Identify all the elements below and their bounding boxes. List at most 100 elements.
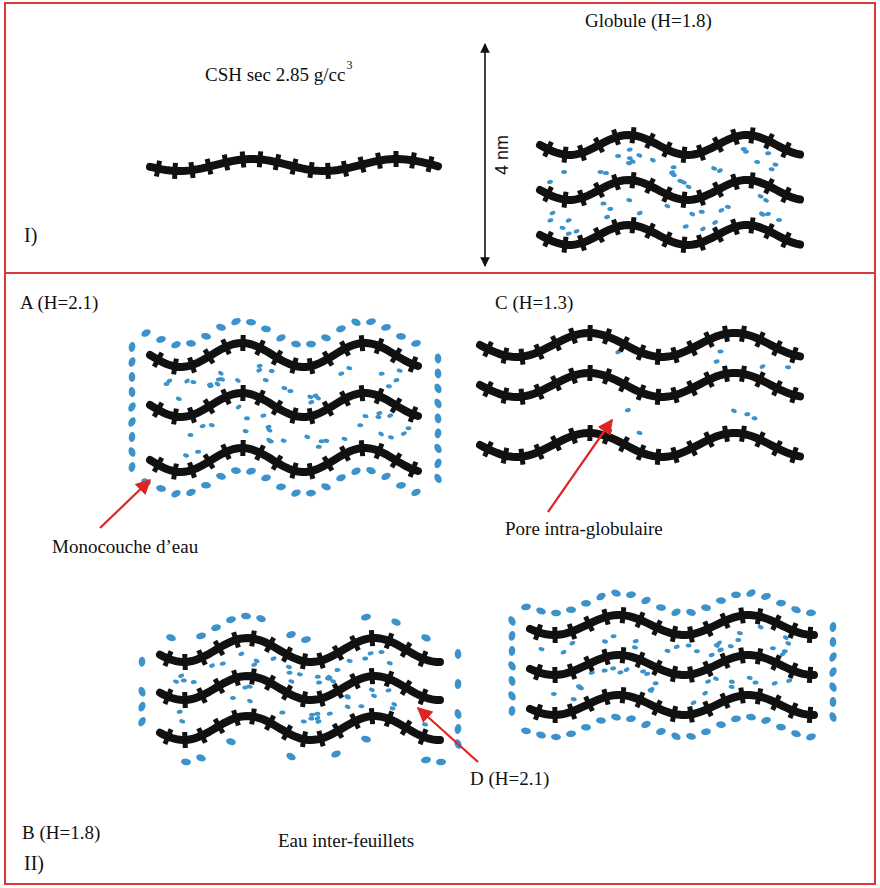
water-molecule (682, 224, 689, 229)
water-monolayer (453, 708, 462, 719)
water-molecule (208, 663, 215, 669)
sheet-tooth (742, 326, 745, 342)
water-monolayer (776, 723, 787, 731)
sheet-tooth (672, 706, 675, 722)
sheet-tooth (412, 153, 415, 169)
sheet-tooth (783, 188, 790, 203)
sheet-tooth (632, 172, 634, 188)
sheet-tooth (402, 721, 410, 735)
sheet-tooth (410, 462, 416, 477)
sheet-tooth (376, 389, 382, 404)
water-molecule (636, 210, 643, 216)
sheet-tooth (545, 187, 552, 201)
water-monolayer (828, 711, 838, 723)
sheet-tooth (714, 138, 722, 152)
water-molecule (636, 430, 643, 436)
water-molecule (538, 646, 545, 651)
water-molecule (772, 162, 779, 167)
sheet-tooth (172, 163, 178, 179)
water-molecule (727, 644, 734, 649)
superscript: 3 (346, 59, 352, 73)
sheet-tooth (392, 399, 400, 413)
sheet-tooth (580, 235, 585, 250)
sheet-tooth (766, 134, 773, 148)
water-monolayer (716, 597, 726, 604)
sheet-tooth (334, 724, 342, 738)
water-monolayer (581, 724, 591, 731)
sheet-tooth (386, 711, 392, 726)
water-molecule (362, 414, 369, 419)
sheet-tooth (428, 157, 432, 172)
sheet-tooth (552, 436, 559, 450)
water-monolayer (454, 724, 462, 735)
sheet-tooth (386, 633, 392, 648)
water-monolayer (626, 591, 637, 599)
water-molecule (207, 383, 214, 388)
sheet-tooth (324, 402, 332, 416)
water-molecule (718, 207, 725, 213)
water-monolayer (140, 328, 152, 339)
water-monolayer (828, 681, 838, 693)
water-monolayer (610, 713, 621, 722)
water-molecule (776, 218, 782, 223)
sheet-tooth (690, 707, 693, 723)
sheet-tooth (552, 667, 557, 683)
water-molecule (624, 407, 631, 412)
sheet-tooth (705, 662, 712, 677)
sheet-tooth (191, 162, 193, 178)
sheet-tooth (259, 151, 260, 167)
water-molecule (368, 687, 375, 693)
leader-arrow (418, 708, 478, 762)
water-molecule (716, 167, 723, 173)
sheet-tooth (773, 341, 780, 355)
water-molecule (565, 217, 572, 223)
sheet-tooth (343, 161, 346, 177)
water-molecule (603, 171, 609, 175)
water-monolayer (828, 666, 838, 678)
water-monolayer (320, 482, 332, 492)
water-monolayer (508, 675, 517, 686)
sheet-tooth (647, 179, 654, 193)
sheet-tooth (751, 218, 753, 234)
water-monolayer (350, 466, 362, 476)
sheet-tooth (654, 661, 661, 676)
sheet-tooth (620, 437, 627, 451)
water-molecule (757, 193, 764, 199)
sheet-tooth (240, 335, 245, 351)
water-molecule (316, 445, 322, 449)
water-molecule (422, 722, 429, 727)
sheet-tooth (580, 145, 585, 160)
sheet-tooth (205, 455, 213, 469)
water-molecule (713, 359, 720, 364)
sheet-tooth (773, 655, 780, 670)
sheet-tooth (257, 446, 264, 460)
water-molecule (253, 658, 260, 664)
water-molecule (344, 694, 351, 699)
water-molecule (725, 204, 732, 209)
water-monolayer (701, 604, 712, 612)
water-molecule (632, 645, 639, 650)
sheet-tooth (325, 163, 331, 179)
water-monolayer (581, 600, 591, 607)
water-monolayer (760, 592, 772, 601)
sheet-tooth (725, 326, 728, 342)
sheet-tooth (224, 155, 228, 171)
sheet-tooth (783, 143, 790, 158)
sheet-tooth (292, 159, 296, 175)
sheet-tooth (174, 409, 177, 425)
water-molecule (315, 395, 322, 401)
water-monolayer (241, 612, 252, 620)
sheet-tooth (283, 686, 291, 700)
water-molecule (166, 378, 173, 384)
sheet-tooth (714, 228, 722, 242)
sheet-tooth (688, 441, 695, 455)
water-molecule (644, 671, 651, 676)
sheet-tooth (637, 692, 643, 707)
state-label: D (H=2.1) (470, 768, 549, 790)
water-monolayer (731, 592, 741, 599)
water-monolayer (231, 467, 242, 475)
water-monolayer (195, 753, 207, 763)
water-monolayer (170, 488, 182, 499)
sheet-tooth (410, 407, 416, 422)
sheet-tooth (352, 714, 359, 728)
